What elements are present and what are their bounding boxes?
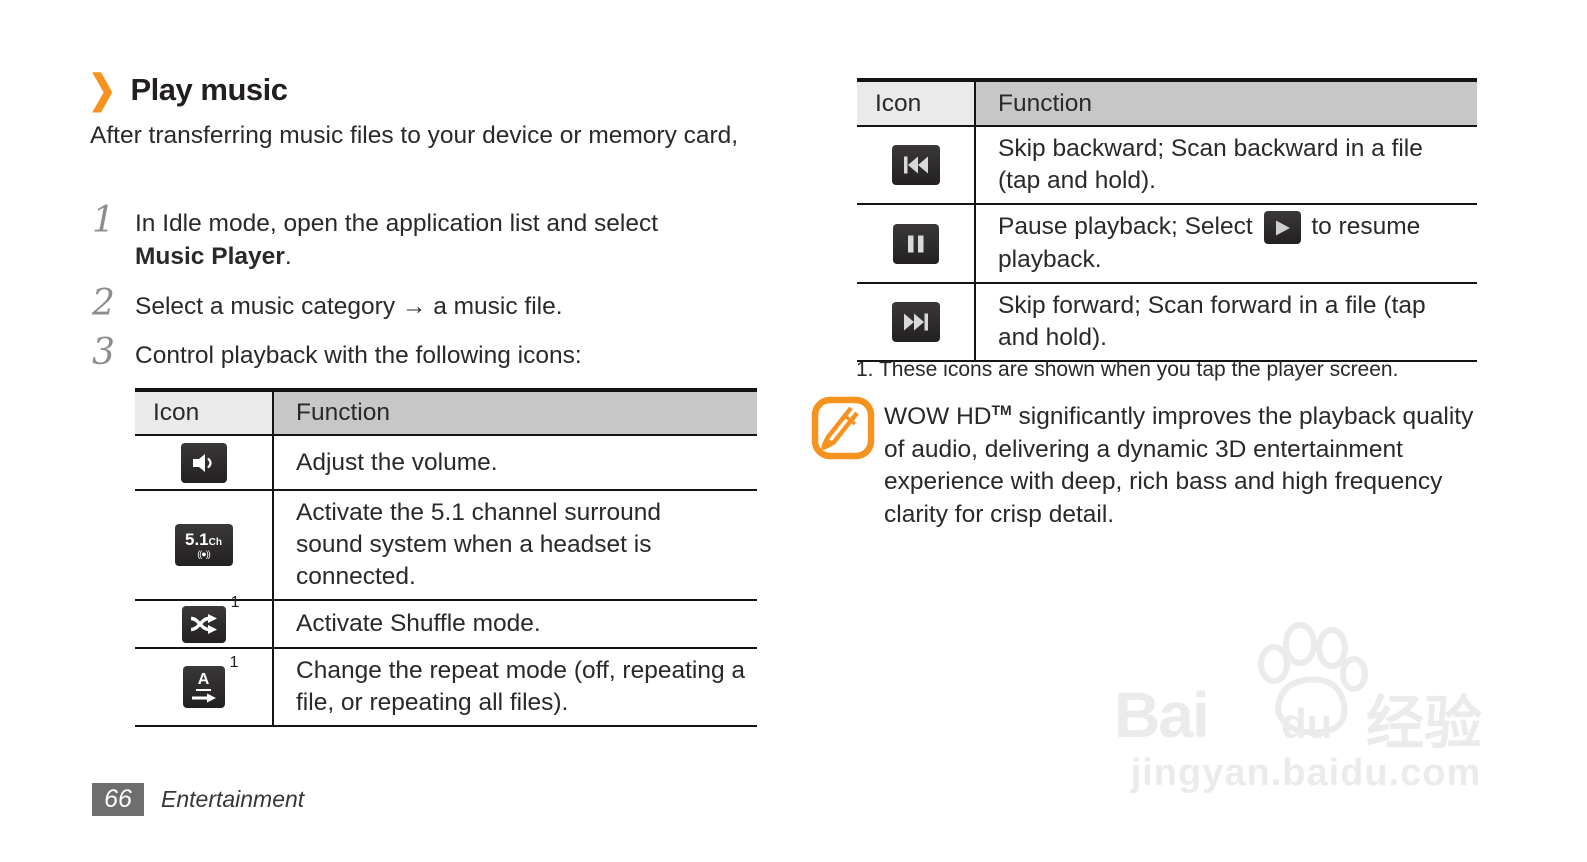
- play-icon: [1263, 211, 1301, 245]
- section-heading: ❯ Play music: [88, 68, 288, 112]
- skip-backward-icon: [891, 145, 940, 185]
- watermark-text-du: du: [1281, 700, 1333, 747]
- intro-paragraph: After transferring music files to your d…: [90, 122, 739, 149]
- step-2-number: 2: [92, 283, 115, 324]
- playback-icons-table-left: Icon Function Adjust the volume. 5.1Ch (…: [135, 388, 757, 727]
- step-1-bold-text: Music Player: [135, 243, 285, 270]
- repeat-icon: A: [182, 666, 225, 708]
- note-text-body: significantly improves the playback qual…: [884, 403, 1474, 528]
- function-cell: Pause playback; Select to resume playbac…: [975, 204, 1477, 285]
- step-1-text: In Idle mode, open the application list …: [135, 210, 659, 237]
- table-row: Skip backward; Scan backward in a file (…: [857, 126, 1477, 205]
- note-text: WOW HDTM significantly improves the play…: [884, 394, 1480, 531]
- surround-label: 5.1: [185, 530, 209, 549]
- left-table-header-function: Function: [273, 390, 757, 436]
- step-1: 1 In Idle mode, open the application lis…: [88, 203, 763, 273]
- step-3-text: Control playback with the following icon…: [135, 342, 582, 369]
- footnote-ref: 1: [230, 593, 240, 611]
- pause-icon: [892, 223, 939, 264]
- watermark-text-bai: Bai: [1114, 679, 1210, 751]
- page-footer: 66 Entertainment: [92, 783, 304, 816]
- step-1-period: .: [284, 243, 292, 270]
- table-row: Adjust the volume.: [135, 435, 757, 491]
- playback-icons-table-right: Icon Function Skip backward; Scan backwa…: [857, 78, 1477, 363]
- right-table-header-function: Function: [975, 80, 1477, 127]
- watermark-domain: jingyan.baidu.com: [1130, 752, 1482, 794]
- skip-forward-icon: [891, 302, 940, 343]
- note-text-brand: WOW HD: [884, 403, 992, 431]
- table-row: 1 Activate Shuffle mode.: [135, 594, 757, 649]
- function-cell: Skip backward; Scan backward in a file (…: [975, 126, 1477, 205]
- page-number-box: 66: [92, 783, 144, 816]
- function-text-post: to resume playback.: [998, 213, 1421, 274]
- note-pencil-icon: [811, 396, 875, 465]
- surround-label-small: Ch: [208, 537, 222, 548]
- page-number: 66: [104, 785, 132, 813]
- table-footnote: 1. These icons are shown when you tap th…: [856, 358, 1399, 381]
- trademark-superscript: TM: [991, 402, 1012, 418]
- table-row: Skip forward; Scan forward in a file (ta…: [857, 283, 1477, 363]
- function-cell: Activate the 5.1 channel surround sound …: [273, 490, 757, 601]
- repeat-letter: A: [195, 671, 212, 691]
- footer-section-label: Entertainment: [161, 786, 305, 812]
- function-cell: Skip forward; Scan forward in a file (ta…: [975, 283, 1477, 363]
- table-row: Pause playback; Select to resume playbac…: [857, 204, 1477, 285]
- surround-wave-label: ((●)): [197, 549, 210, 559]
- baidu-watermark: Bai du 经验 jingyan.baidu.com: [1108, 616, 1500, 806]
- function-cell: Change the repeat mode (off, repeating a…: [273, 648, 757, 727]
- left-table-header-icon: Icon: [135, 390, 274, 436]
- page-title: Play music: [130, 72, 288, 107]
- baidu-paw-icon: [1258, 622, 1368, 736]
- volume-icon: [180, 442, 227, 483]
- function-text-pre: Pause playback; Select: [998, 213, 1253, 240]
- step-2: 2 Select a music category → a music file…: [88, 286, 763, 323]
- shuffle-icon: [181, 605, 226, 643]
- chevron-icon: ❯: [88, 68, 117, 112]
- function-cell: Adjust the volume.: [273, 435, 757, 491]
- surround-5-1-channel-icon: 5.1Ch ((●)): [174, 524, 233, 566]
- step-2-text: Select a music category → a music file.: [135, 293, 563, 320]
- function-cell: Activate Shuffle mode.: [273, 600, 757, 649]
- step-3: 3 Control playback with the following ic…: [88, 335, 763, 372]
- table-row: 5.1Ch ((●)) Activate the 5.1 channel sur…: [135, 490, 757, 601]
- right-table-header-icon: Icon: [857, 80, 976, 127]
- footnote-ref: 1: [229, 654, 239, 671]
- watermark-text-jingyan-cn: 经验: [1366, 691, 1483, 756]
- table-row: A 1 Change the repeat mode (off, repeati…: [135, 648, 757, 727]
- step-3-number: 3: [92, 332, 115, 373]
- step-1-number: 1: [92, 200, 115, 241]
